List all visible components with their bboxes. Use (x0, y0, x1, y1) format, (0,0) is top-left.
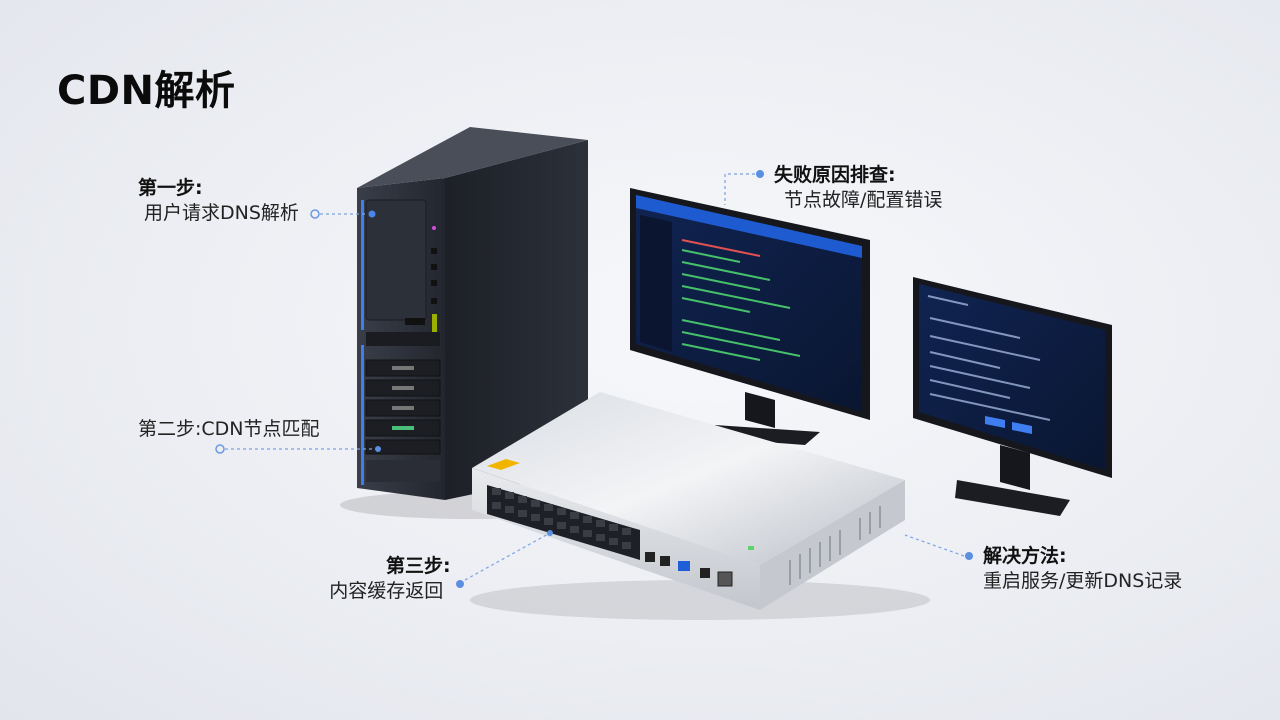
power-button-icon (368, 210, 376, 218)
callout-step3: 第三步: 内容缓存返回 (322, 554, 451, 603)
tower-server (357, 127, 588, 500)
callout-solution: 解决方法: 重启服务/更新DNS记录 (983, 544, 1182, 593)
step3-text: 内容缓存返回 (329, 579, 444, 602)
callout-step2-pointer (215, 444, 381, 454)
callout-step1-pointer (310, 209, 368, 219)
troubleshoot-heading: 失败原因排查: (774, 164, 896, 186)
callout-step2: 第二步:CDN节点匹配 (138, 417, 320, 442)
switch-shadow (470, 580, 930, 620)
tower-led-strip (361, 200, 364, 330)
warning-label (487, 459, 520, 470)
step1-heading: 第一步: (138, 177, 203, 199)
terminal-screen (636, 195, 862, 412)
step2-heading: 第二步:CDN节点匹配 (138, 418, 320, 440)
callout-troubleshoot: 失败原因排查: 节点故障/配置错误 (774, 163, 942, 212)
callout-step1: 第一步: 用户请求DNS解析 (138, 176, 299, 225)
troubleshoot-text: 节点故障/配置错误 (784, 188, 943, 211)
callout-troubleshoot-pointer (724, 170, 764, 205)
solution-heading: 解决方法: (983, 545, 1067, 567)
dialog-screen (919, 284, 1105, 470)
page-title: CDN解析 (57, 68, 236, 114)
monitor-main (630, 188, 870, 445)
monitor-secondary (913, 277, 1112, 516)
solution-text: 重启服务/更新DNS记录 (983, 569, 1183, 592)
network-switch (472, 392, 905, 610)
callout-solution-pointer (904, 534, 973, 560)
step1-text: 用户请求DNS解析 (144, 201, 299, 224)
step3-heading: 第三步: (386, 555, 451, 577)
callout-step3-pointer (456, 530, 553, 588)
